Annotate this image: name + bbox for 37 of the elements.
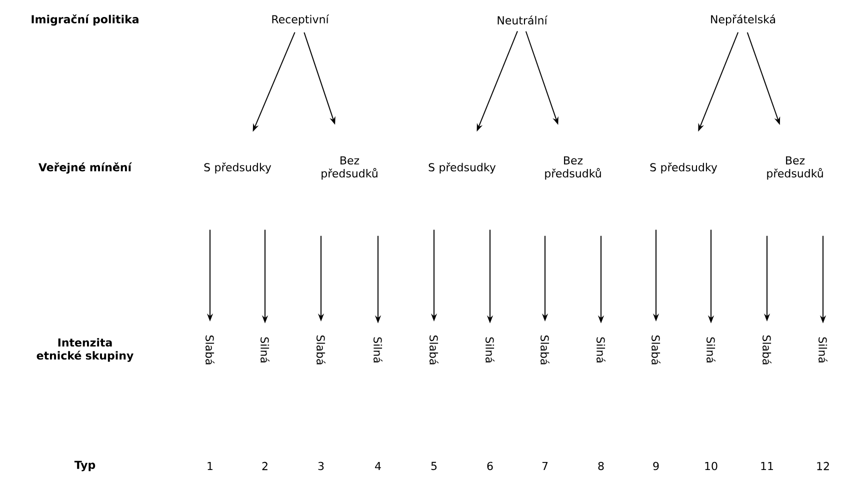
type-number: 9 — [653, 462, 659, 470]
row-heading: Imigrační politika — [32, 14, 138, 26]
intensity-label: Silná — [818, 337, 828, 362]
intensity-label: Slabá — [316, 335, 326, 364]
type-number: 11 — [761, 462, 773, 470]
opinion-label: S předsudky — [204, 162, 272, 174]
row-heading: Typ — [74, 460, 96, 472]
intensity-label: Silná — [260, 337, 270, 362]
row-heading: Veřejné mínění — [38, 162, 132, 174]
policy-label: Receptivní — [272, 14, 330, 26]
policy-label: Nepřátelská — [711, 14, 776, 26]
intensity-label: Slabá — [206, 335, 214, 364]
intensity-label: Slabá — [762, 335, 772, 364]
intensity-label: Silná — [596, 337, 606, 362]
opinion-label: Bez předsudků — [767, 156, 823, 180]
type-number: 1 — [208, 462, 212, 470]
intensity-label: Slabá — [540, 335, 550, 364]
intensity-label: Slabá — [652, 335, 660, 364]
intensity-label: Silná — [486, 337, 494, 362]
type-number: 5 — [431, 462, 437, 470]
intensity-label: Silná — [706, 337, 716, 362]
type-number: 4 — [375, 462, 381, 470]
type-number: 10 — [705, 462, 718, 470]
type-number: 8 — [598, 462, 604, 470]
type-number: 7 — [542, 462, 548, 470]
intensity-label: Silná — [374, 337, 382, 362]
type-number: 2 — [262, 462, 268, 470]
opinion-label: S předsudky — [428, 162, 496, 174]
type-number: 12 — [817, 462, 829, 470]
opinion-label: Bez předsudků — [545, 156, 601, 180]
policy-label: Neutrální — [498, 16, 548, 24]
opinion-label: Bez předsudků — [322, 156, 378, 180]
type-number: 3 — [318, 462, 324, 470]
row-heading: Intenzita etnické skupiny — [36, 338, 134, 362]
opinion-label: S předsudky — [650, 162, 718, 174]
intensity-label: Slabá — [430, 335, 438, 364]
type-number: 6 — [487, 462, 493, 470]
